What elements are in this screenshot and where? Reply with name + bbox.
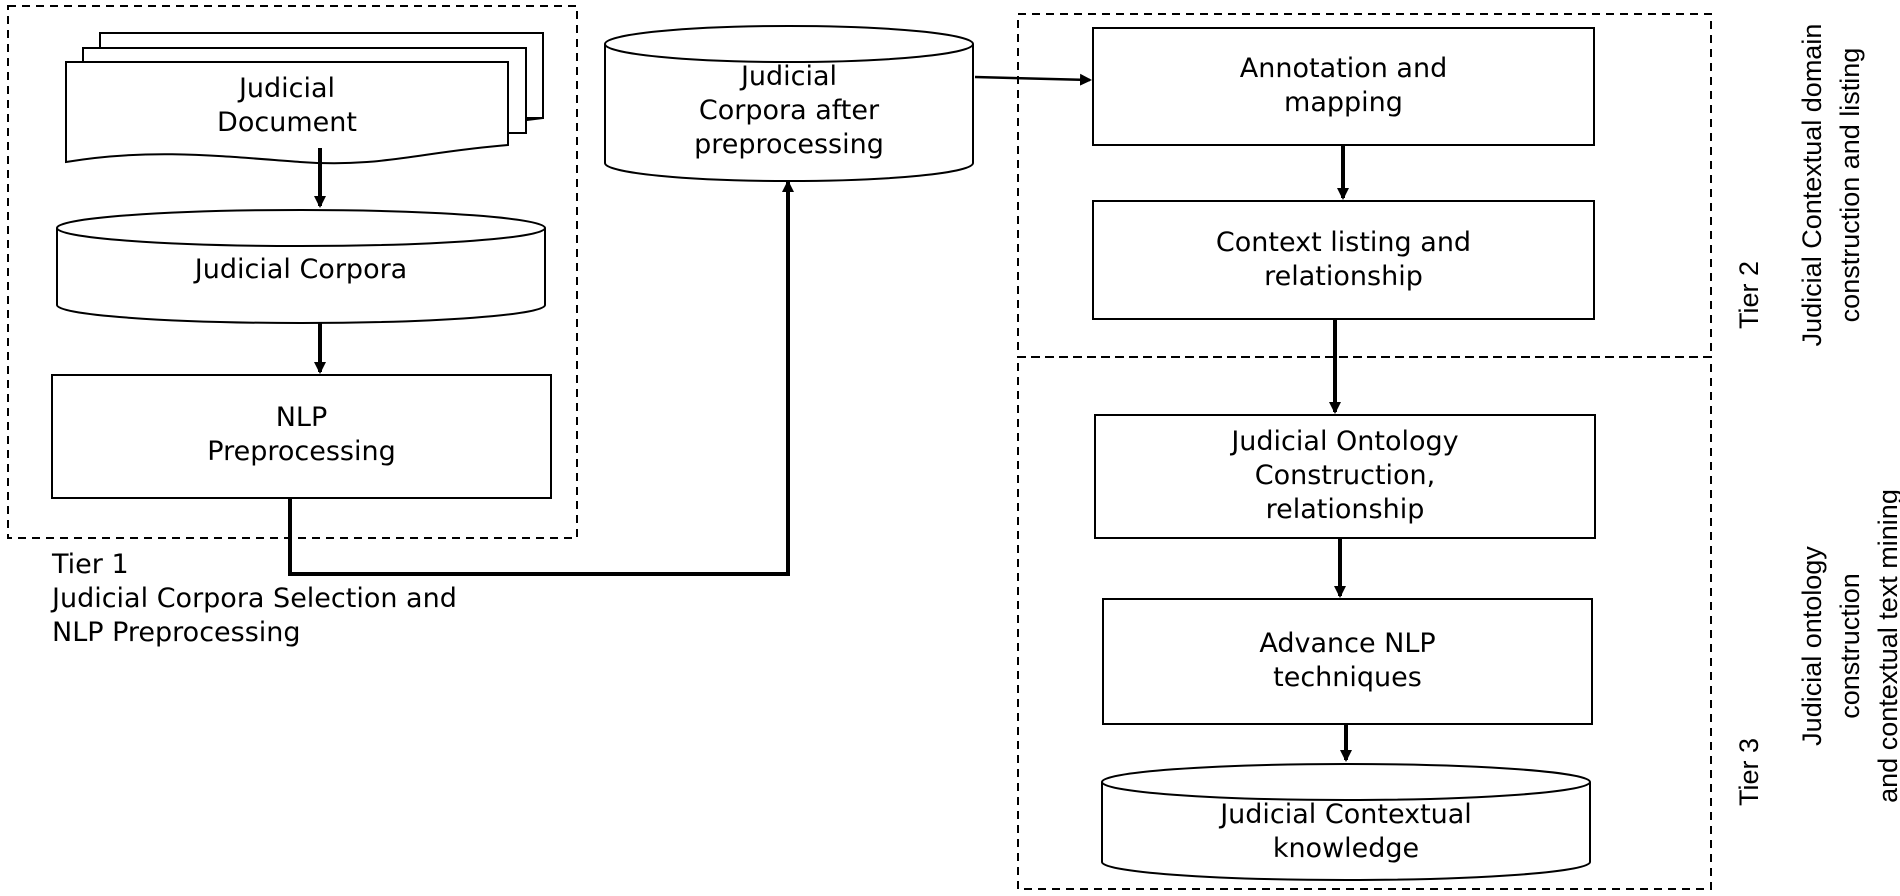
annotation-mapping-box — [1092, 27, 1595, 146]
tier1-caption: Tier 1 Judicial Corpora Selection and NL… — [52, 549, 457, 648]
corpora-after-cylinder — [604, 25, 974, 182]
tier2-label: Tier 2 — [1734, 261, 1764, 330]
judicial-corpora-label: Judicial Corpora — [194, 254, 408, 285]
contextual-knowledge-cylinder — [1101, 763, 1591, 881]
arrow-corpora-after-to-annotation — [974, 73, 1092, 86]
tier3-region — [1017, 356, 1712, 890]
tier3-description: Judicial ontology construction and conte… — [1797, 489, 1900, 803]
judicial-document-label: Judicial Document — [217, 73, 357, 138]
advance-nlp-label: Advance NLP techniques — [1259, 628, 1436, 693]
document-stack-shape — [65, 32, 544, 165]
ontology-construction-label: Judicial Ontology Construction, relation… — [1231, 426, 1459, 525]
tier2-description: Judicial Contextual domain construction … — [1797, 23, 1865, 347]
tier1-region — [7, 5, 578, 539]
judicial-corpora-cylinder — [56, 209, 546, 324]
tier3-label: Tier 3 — [1734, 738, 1764, 807]
contextual-knowledge-label: Judicial Contextual knowledge — [1220, 799, 1472, 864]
context-listing-label: Context listing and relationship — [1215, 227, 1472, 292]
context-listing-box — [1092, 200, 1595, 320]
ontology-construction-box — [1094, 414, 1596, 539]
nlp-preprocessing-box — [51, 374, 552, 499]
corpora-after-label: Judicial Corpora after preprocessing — [694, 61, 884, 160]
arrow-nlp-to-corpora-after — [288, 180, 794, 576]
nlp-preprocessing-label: NLP Preprocessing — [207, 402, 396, 467]
annotation-mapping-label: Annotation and mapping — [1239, 53, 1448, 118]
